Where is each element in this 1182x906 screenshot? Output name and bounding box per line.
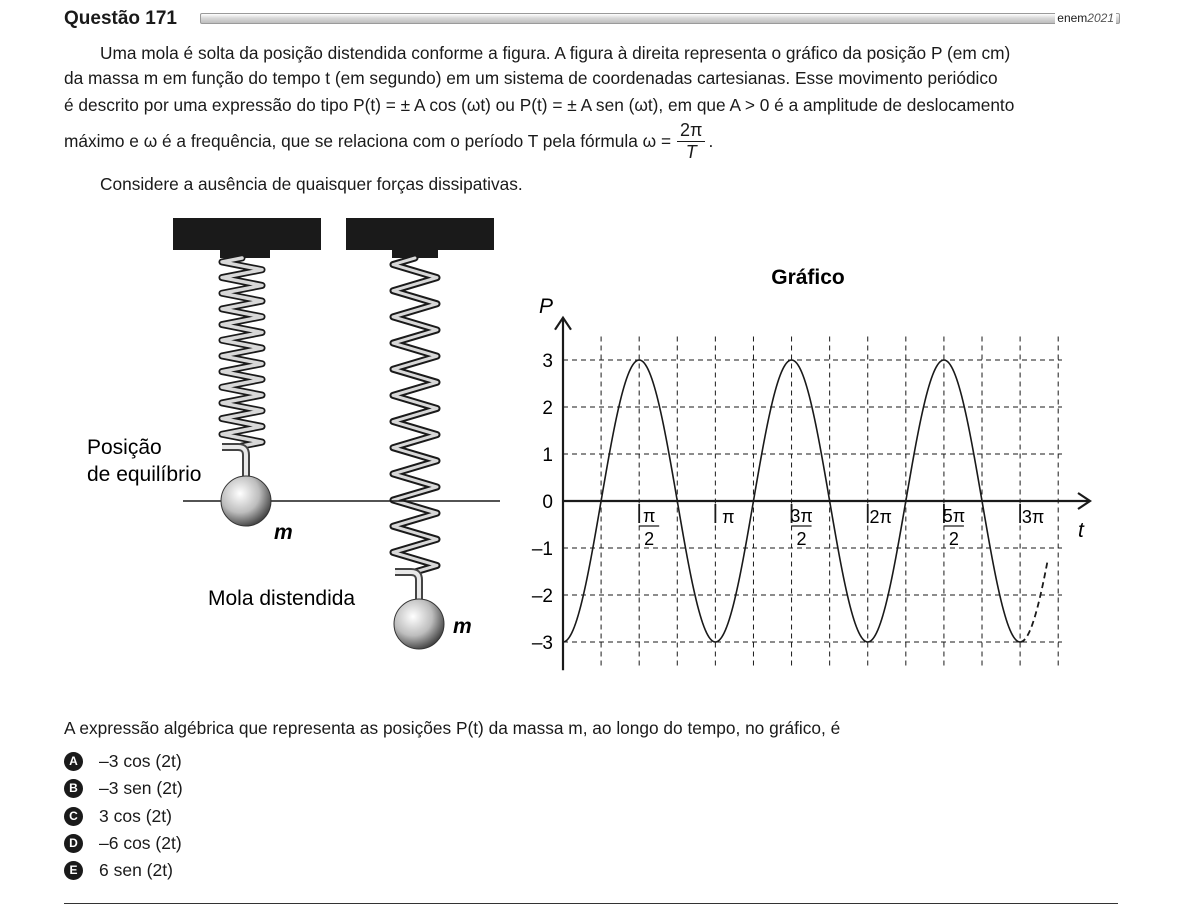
formula-numerator: 2π xyxy=(677,120,706,142)
ceiling-left xyxy=(173,218,321,250)
y-tick-label: –2 xyxy=(532,586,553,607)
y-tick-label: 2 xyxy=(542,398,553,419)
statement-line-4-prefix: máximo e ω é a frequência, que se relaci… xyxy=(64,130,672,151)
x-axis-label: t xyxy=(1078,519,1085,542)
spring-stretched xyxy=(389,254,441,576)
y-tick-label: –1 xyxy=(532,539,553,560)
option-text: –3 cos (2t) xyxy=(99,751,182,771)
question-number: Questão 171 xyxy=(64,8,177,29)
x-tick-label: 3π xyxy=(1022,507,1044,527)
y-tick-label: 3 xyxy=(542,351,553,372)
option-text: –6 cos (2t) xyxy=(99,833,182,853)
ceiling-right xyxy=(346,218,494,250)
brand-logo: enem2021 xyxy=(1055,11,1116,25)
equilibrium-label-2: de equilíbrio xyxy=(87,463,201,486)
y-axis-label: P xyxy=(539,295,553,318)
bottom-border xyxy=(64,903,1118,904)
spring-figure: Posição de equilíbrio m Mola distendida … xyxy=(87,218,500,650)
y-tick-label: 0 xyxy=(542,492,553,513)
statement-line-3: é descrito por uma expressão do tipo P(t… xyxy=(64,95,1015,115)
x-tick-label: π xyxy=(722,507,734,527)
statement-line-1: Uma mola é solta da posição distendida c… xyxy=(100,43,1011,63)
question-body: A expressão algébrica que representa as … xyxy=(64,718,841,738)
x-tick-label-denominator: 2 xyxy=(949,529,959,549)
statement-line-5: Considere a ausência de quaisquer forças… xyxy=(100,174,523,194)
option-text: –3 sen (2t) xyxy=(99,778,183,798)
y-tick-label: 1 xyxy=(542,445,553,466)
option-d[interactable]: D –6 cos (2t) xyxy=(64,833,182,854)
hook-right xyxy=(395,568,423,600)
period-formula: 2π T xyxy=(677,120,706,162)
series-line-continuation xyxy=(1020,560,1049,643)
spring-equilibrium xyxy=(218,254,266,450)
mass-equilibrium xyxy=(220,475,272,527)
chart-title: Gráfico xyxy=(771,266,845,289)
option-letter: E xyxy=(64,861,83,880)
statement-line-4-suffix: . xyxy=(708,130,714,151)
statement-line-2: da massa m em função do tempo t (em segu… xyxy=(64,68,998,88)
option-c[interactable]: C 3 cos (2t) xyxy=(64,806,172,827)
x-tick-label-denominator: 2 xyxy=(797,529,807,549)
option-text: 6 sen (2t) xyxy=(99,860,173,880)
x-axis-arrow xyxy=(1077,492,1092,510)
brand-year: 2021 xyxy=(1087,11,1114,25)
option-letter: B xyxy=(64,779,83,798)
statement-line-4: máximo e ω é a frequência, que se relaci… xyxy=(64,120,713,162)
x-tick-label-numerator: π xyxy=(643,506,655,526)
x-tick-label-numerator: 3π xyxy=(790,506,812,526)
option-e[interactable]: E 6 sen (2t) xyxy=(64,860,173,881)
stretched-label: Mola distendida xyxy=(208,587,355,610)
formula-denominator: T xyxy=(685,141,697,162)
question-text: A expressão algébrica que representa as … xyxy=(64,717,840,740)
series-line xyxy=(562,359,1021,643)
y-tick-labels: 3 2 1 0 –1 –2 –3 xyxy=(532,351,553,654)
hook-left xyxy=(222,443,250,476)
y-tick-label: –3 xyxy=(532,633,553,654)
brand-name: enem xyxy=(1057,11,1088,25)
x-tick-label-denominator: 2 xyxy=(644,529,654,549)
header-divider-bar xyxy=(200,13,1120,24)
option-letter: D xyxy=(64,834,83,853)
x-tick-label-numerator: 5π xyxy=(943,506,965,526)
equilibrium-label-1: Posição xyxy=(87,436,162,459)
option-letter: C xyxy=(64,807,83,826)
mass-label-left: m xyxy=(274,521,293,544)
option-text: 3 cos (2t) xyxy=(99,806,172,826)
option-b[interactable]: B –3 sen (2t) xyxy=(64,778,183,799)
mass-stretched xyxy=(393,598,445,650)
option-a[interactable]: A –3 cos (2t) xyxy=(64,751,182,772)
option-letter: A xyxy=(64,752,83,771)
mass-label-right: m xyxy=(453,615,472,638)
chart-axes xyxy=(554,315,1092,671)
y-axis-arrow xyxy=(554,315,572,331)
x-tick-label: 2π xyxy=(870,507,892,527)
